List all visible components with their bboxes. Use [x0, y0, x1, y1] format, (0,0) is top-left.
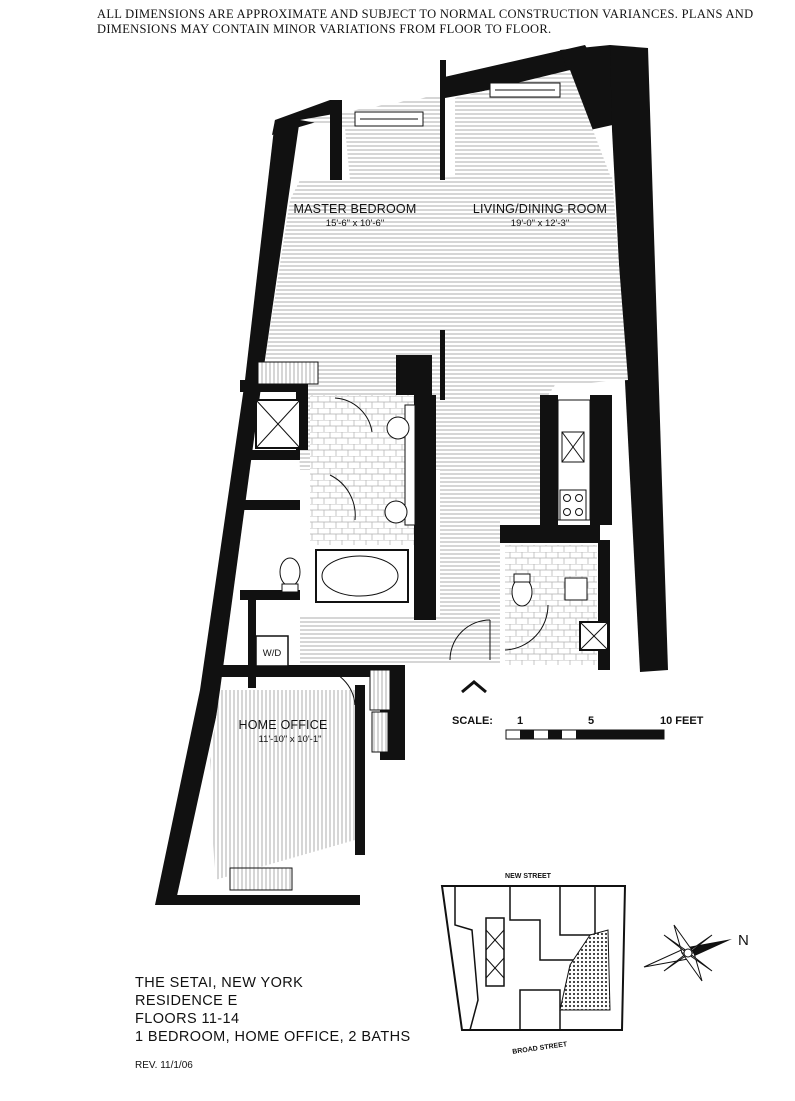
toilet-icon — [279, 557, 301, 587]
kitchen — [557, 399, 591, 521]
residence-info: THE SETAI, NEW YORK RESIDENCE E FLOORS 1… — [135, 974, 411, 1046]
grilles — [229, 361, 391, 891]
scale-label: SCALE: — [452, 715, 493, 727]
street-top-label: NEW STREET — [505, 873, 552, 880]
residence-highlight — [559, 929, 611, 1011]
cooktop-icon — [559, 489, 587, 521]
master-bedroom-dims: 15'-6" x 10'-6" — [326, 218, 384, 229]
floors-range: FLOORS 11-14 — [135, 1011, 240, 1027]
scale-tick-5: 5 — [588, 715, 594, 727]
living-dining-label: LIVING/DINING ROOM — [473, 202, 607, 216]
room-labels: MASTER BEDROOM 15'-6" x 10'-6" LIVING/DI… — [238, 202, 607, 745]
north-arrow-icon: N — [643, 924, 749, 982]
sink-icon — [564, 577, 588, 601]
key-plan: NEW STREET BROAD STREET — [440, 873, 627, 1056]
doors — [317, 397, 491, 706]
master-bedroom-label: MASTER BEDROOM — [294, 202, 417, 216]
sink-icon — [386, 416, 410, 440]
scale-tick-10: 10 FEET — [660, 715, 704, 727]
scale-bar: SCALE: 1 5 10 FEET — [452, 715, 704, 740]
laundry-label: W/D — [263, 648, 282, 659]
north-label: N — [738, 932, 749, 949]
revision-date: REV. 11/1/06 — [135, 1060, 193, 1071]
sink-icon — [384, 500, 408, 524]
elevator-core — [485, 917, 505, 987]
disclaimer-note: ALL DIMENSIONS ARE APPROXIMATE AND SUBJE… — [97, 7, 754, 36]
home-office-dims: 11'-10" x 10'-1" — [258, 734, 321, 745]
laundry-closet: W/D — [255, 635, 289, 667]
home-office-label: HOME OFFICE — [238, 718, 327, 732]
street-bottom-label: BROAD STREET — [512, 1041, 568, 1056]
second-bath — [504, 545, 609, 665]
living-dining-dims: 19'-0" x 12'-3" — [511, 218, 569, 229]
master-bath — [255, 395, 416, 603]
entry-arrow-icon — [461, 680, 487, 694]
scale-tick-1: 1 — [517, 715, 523, 727]
unit-summary: 1 BEDROOM, HOME OFFICE, 2 BATHS — [135, 1029, 411, 1045]
residence-type: RESIDENCE E — [135, 993, 238, 1009]
window-units — [354, 82, 561, 127]
building-name: THE SETAI, NEW YORK — [135, 975, 304, 991]
